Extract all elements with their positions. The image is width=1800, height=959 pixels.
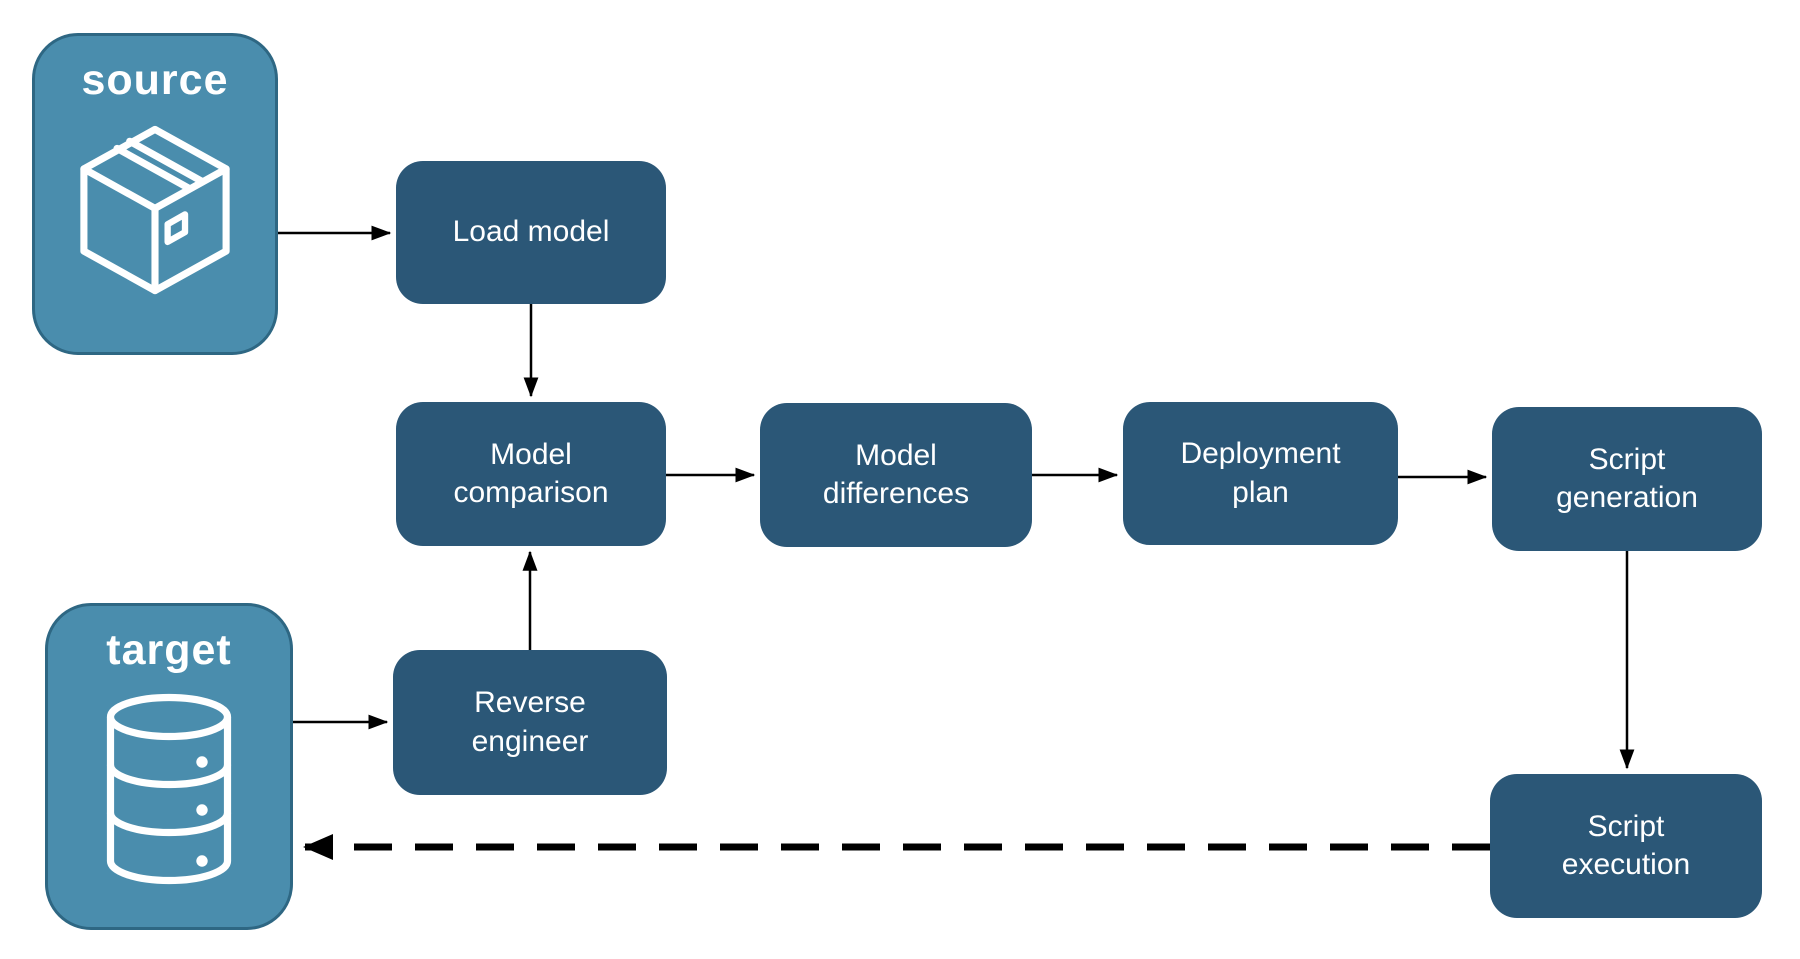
model-differences-node: Model differences: [760, 403, 1032, 547]
source-label: source: [81, 56, 229, 104]
script-generation-node: Script generation: [1492, 407, 1762, 551]
model-comparison-label: Model comparison: [453, 437, 609, 509]
reverse-engineer-node: Reverse engineer: [393, 650, 667, 795]
reverse-engineer-label: Reverse engineer: [471, 686, 589, 758]
script-execution-node: Script execution: [1490, 774, 1762, 918]
script-execution-label: Script execution: [1561, 809, 1691, 881]
deployment-plan-node: Deployment plan: [1123, 402, 1398, 545]
target-node: target: [45, 603, 293, 930]
model-comparison-node: Model comparison: [396, 402, 666, 546]
model-differences-label: Model differences: [822, 438, 970, 510]
database-icon: [94, 693, 244, 888]
package-icon: [76, 123, 234, 297]
deployment-plan-label: Deployment plan: [1180, 437, 1341, 509]
script-generation-label: Script generation: [1556, 442, 1698, 514]
target-label: target: [106, 626, 232, 674]
load-model-node: Load model: [396, 161, 666, 304]
load-model-label: Load model: [452, 215, 610, 249]
source-node: source: [32, 33, 278, 355]
